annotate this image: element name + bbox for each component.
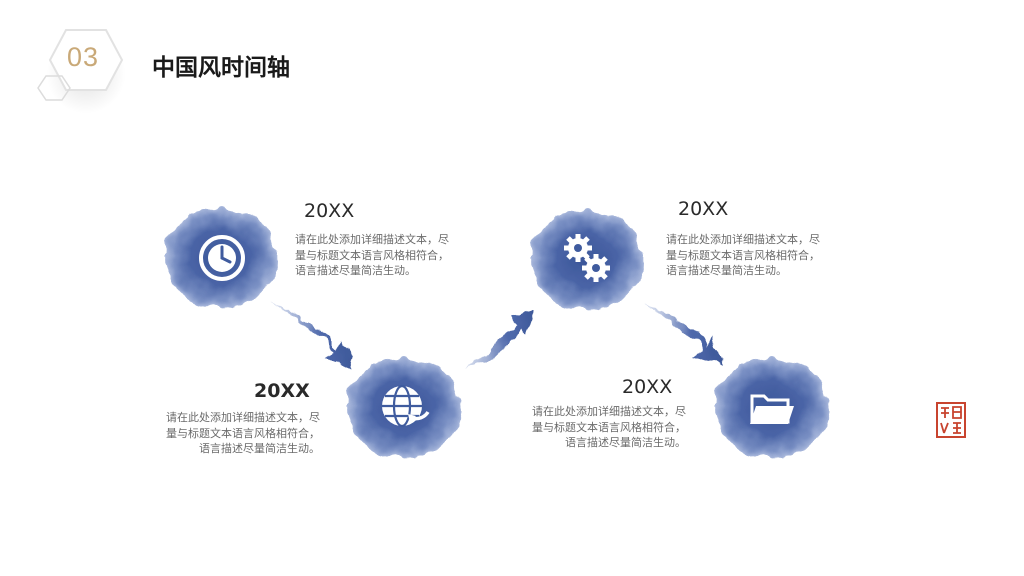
gears-icon bbox=[564, 234, 610, 282]
timeline-year-2: 20XX bbox=[254, 380, 310, 402]
timeline-node-4 bbox=[714, 358, 828, 458]
timeline-description-2: 请在此处添加详细描述文本，尽 量与标题文本语言风格相符合， 语言描述尽量简洁生动… bbox=[166, 411, 320, 455]
timeline-year-1: 20XX bbox=[304, 200, 355, 222]
section-number: 03 bbox=[66, 42, 100, 72]
timeline-year-4: 20XX bbox=[622, 376, 673, 398]
hexagon-icon bbox=[37, 29, 124, 101]
section-number-badge bbox=[36, 24, 136, 114]
timeline-node-1 bbox=[164, 208, 276, 308]
arrow-down-right-icon bbox=[274, 302, 352, 368]
clock-icon bbox=[199, 235, 245, 281]
timeline-description-4: 请在此处添加详细描述文本，尽 量与标题文本语言风格相符合， 语言描述尽量简洁生动… bbox=[532, 405, 686, 449]
timeline-description-3: 请在此处添加详细描述文本，尽 量与标题文本语言风格相符合， 语言描述尽量简洁生动… bbox=[666, 233, 820, 277]
timeline-description-1: 请在此处添加详细描述文本，尽 量与标题文本语言风格相符合， 语言描述尽量简洁生动… bbox=[295, 233, 449, 277]
timeline-node-3 bbox=[530, 210, 642, 310]
timeline-node-2 bbox=[346, 358, 460, 458]
arrow-up-right-icon bbox=[462, 308, 538, 370]
timeline-year-3: 20XX bbox=[678, 198, 729, 220]
arrow-down-right-icon bbox=[648, 304, 722, 364]
red-seal-stamp bbox=[936, 402, 966, 438]
page-title: 中国风时间轴 bbox=[152, 55, 290, 81]
folder-icon bbox=[750, 394, 794, 424]
globe-refresh-icon bbox=[382, 384, 430, 428]
